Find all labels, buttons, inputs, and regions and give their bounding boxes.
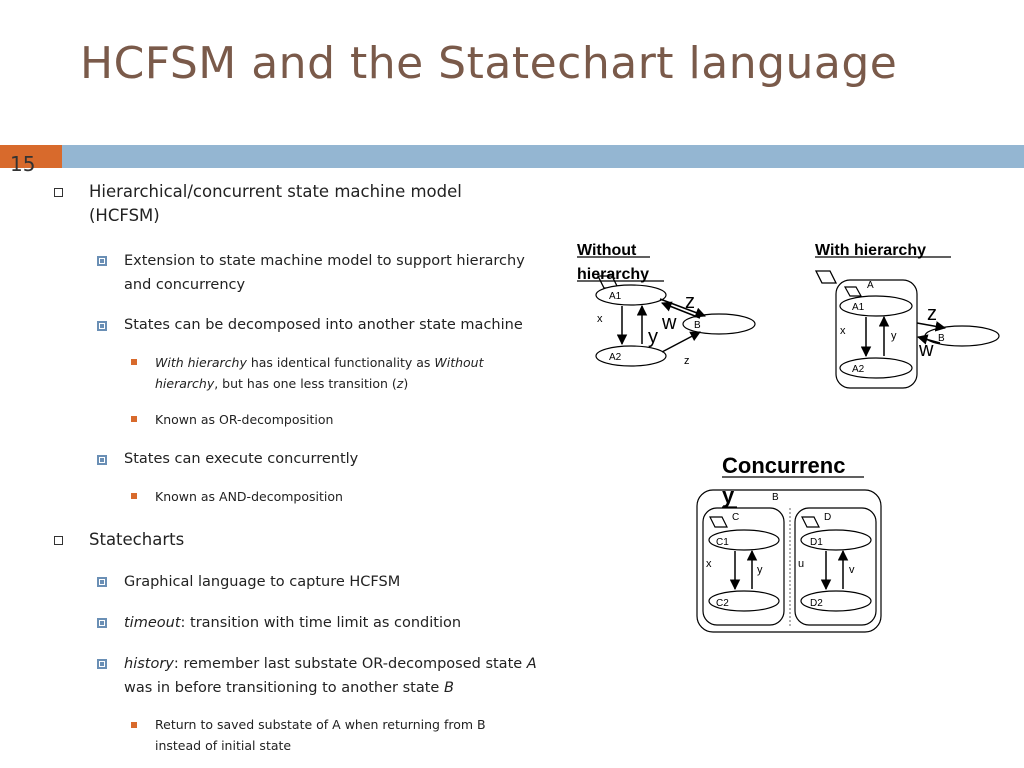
bullet-timeout: timeout: transition with time limit as c… xyxy=(124,615,462,631)
bullet-extension: Extension to state machine model to supp… xyxy=(124,253,525,293)
label-x: x xyxy=(597,313,603,325)
state-a-label: A xyxy=(867,280,874,291)
page-number-box xyxy=(0,145,62,168)
square-bullet-icon xyxy=(131,416,137,422)
label-z-bottom: z xyxy=(684,355,690,367)
label-y: y xyxy=(757,564,763,576)
state-a1 xyxy=(595,284,667,306)
state-d1-label: D1 xyxy=(810,537,823,548)
square-bullet-icon xyxy=(97,618,107,628)
state-c2 xyxy=(708,590,780,612)
transition-w xyxy=(661,301,701,319)
square-bullet-icon xyxy=(97,455,107,465)
state-b xyxy=(924,325,1000,347)
state-a2 xyxy=(595,345,667,367)
square-bullet-icon xyxy=(54,188,63,197)
bullet-statecharts: Statecharts xyxy=(89,530,185,549)
transition-w xyxy=(916,334,941,345)
without-hierarchy-heading: Without xyxy=(577,242,637,259)
concurrency-heading-2: y xyxy=(722,483,735,508)
transition-z xyxy=(916,321,947,332)
label-u: u xyxy=(798,558,804,570)
initial-state-icon xyxy=(814,270,838,284)
label-z: z xyxy=(685,291,695,313)
bullet-hcfsm: Hierarchical/concurrent state machine mo… xyxy=(89,182,462,225)
bullet-or-decomposition: Known as OR-decomposition xyxy=(155,412,334,427)
slide-title: HCFSM and the Statechart language xyxy=(80,38,898,89)
state-a1-label: A1 xyxy=(852,302,865,313)
bullet-return-saved: Return to saved substate of A when retur… xyxy=(155,717,486,753)
label-w: w xyxy=(918,339,934,361)
state-c2-label: C2 xyxy=(716,598,729,609)
with-hierarchy-diagram: With hierarchy A A1 A2 B x y z w xyxy=(814,242,1000,389)
page-number: 15 xyxy=(10,152,36,176)
concurrency-diagram: Concurrenc y B C C1 C2 x y D D1 D2 u v xyxy=(696,453,882,633)
initial-state-icon xyxy=(801,516,820,528)
without-hierarchy-diagram: Without hierarchy A1 A2 B x y z w z xyxy=(577,242,756,367)
header-bar xyxy=(62,145,1024,168)
label-x: x xyxy=(840,325,846,337)
state-a1 xyxy=(839,295,913,317)
bullet-history: history: remember last substate OR-decom… xyxy=(124,656,537,696)
square-bullet-icon xyxy=(97,577,107,587)
square-bullet-icon xyxy=(97,659,107,669)
initial-state-icon xyxy=(709,516,728,528)
square-bullet-icon xyxy=(97,256,107,266)
state-c-label: C xyxy=(732,512,739,523)
label-x: x xyxy=(706,558,712,570)
label-v: v xyxy=(849,564,855,576)
label-y: y xyxy=(648,326,658,348)
label-y: y xyxy=(891,330,897,342)
square-bullet-icon xyxy=(131,722,137,728)
transition-z2 xyxy=(661,331,701,353)
square-bullet-icon xyxy=(97,321,107,331)
bullet-and-decomposition: Known as AND-decomposition xyxy=(155,489,343,504)
bullet-with-hierarchy: With hierarchy has identical functionali… xyxy=(155,355,484,391)
concurrency-heading: Concurrenc xyxy=(722,453,845,478)
bullet-concurrently: States can execute concurrently xyxy=(124,451,359,467)
square-bullet-icon xyxy=(131,493,137,499)
state-d2-label: D2 xyxy=(810,598,823,609)
state-d-label: D xyxy=(824,512,831,523)
state-c1-label: C1 xyxy=(716,537,729,548)
state-b-label: B xyxy=(772,492,779,503)
state-b-container xyxy=(696,489,882,633)
bullet-graphical-language: Graphical language to capture HCFSM xyxy=(124,574,401,590)
state-a2-label: A2 xyxy=(852,364,865,375)
state-b-label: B xyxy=(694,320,701,331)
state-a1-label: A1 xyxy=(609,291,622,302)
without-hierarchy-heading-2: hierarchy xyxy=(577,266,649,283)
state-c1 xyxy=(708,529,780,551)
square-bullet-icon xyxy=(131,359,137,365)
state-d2 xyxy=(800,590,872,612)
square-bullet-icon xyxy=(54,536,63,545)
state-a2 xyxy=(839,357,913,379)
label-w: w xyxy=(661,312,677,334)
state-d1 xyxy=(800,529,872,551)
initial-state-icon xyxy=(843,286,863,297)
label-z: z xyxy=(927,303,937,325)
bullet-decomposed: States can be decomposed into another st… xyxy=(124,317,523,333)
state-b-label: B xyxy=(938,333,945,344)
state-a2-label: A2 xyxy=(609,352,622,363)
state-b xyxy=(682,313,756,335)
with-hierarchy-heading: With hierarchy xyxy=(815,242,926,259)
